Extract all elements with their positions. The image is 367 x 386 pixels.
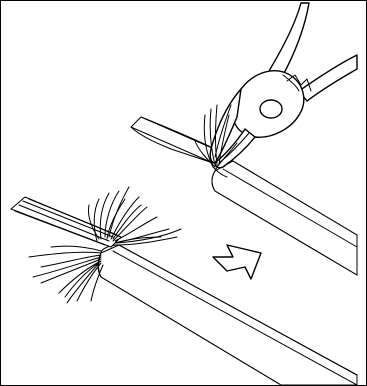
upper-cable-flap [131, 117, 219, 163]
cutter-handle-front [299, 55, 357, 101]
direction-arrow [213, 245, 261, 279]
lower-cable-inner-edge [113, 251, 357, 385]
arrow-outline-icon [213, 245, 261, 279]
cutters [210, 3, 357, 168]
cutter-handle-back [269, 3, 309, 75]
cutter-joint-body [233, 71, 304, 137]
splayed-wires-lower [29, 246, 103, 303]
